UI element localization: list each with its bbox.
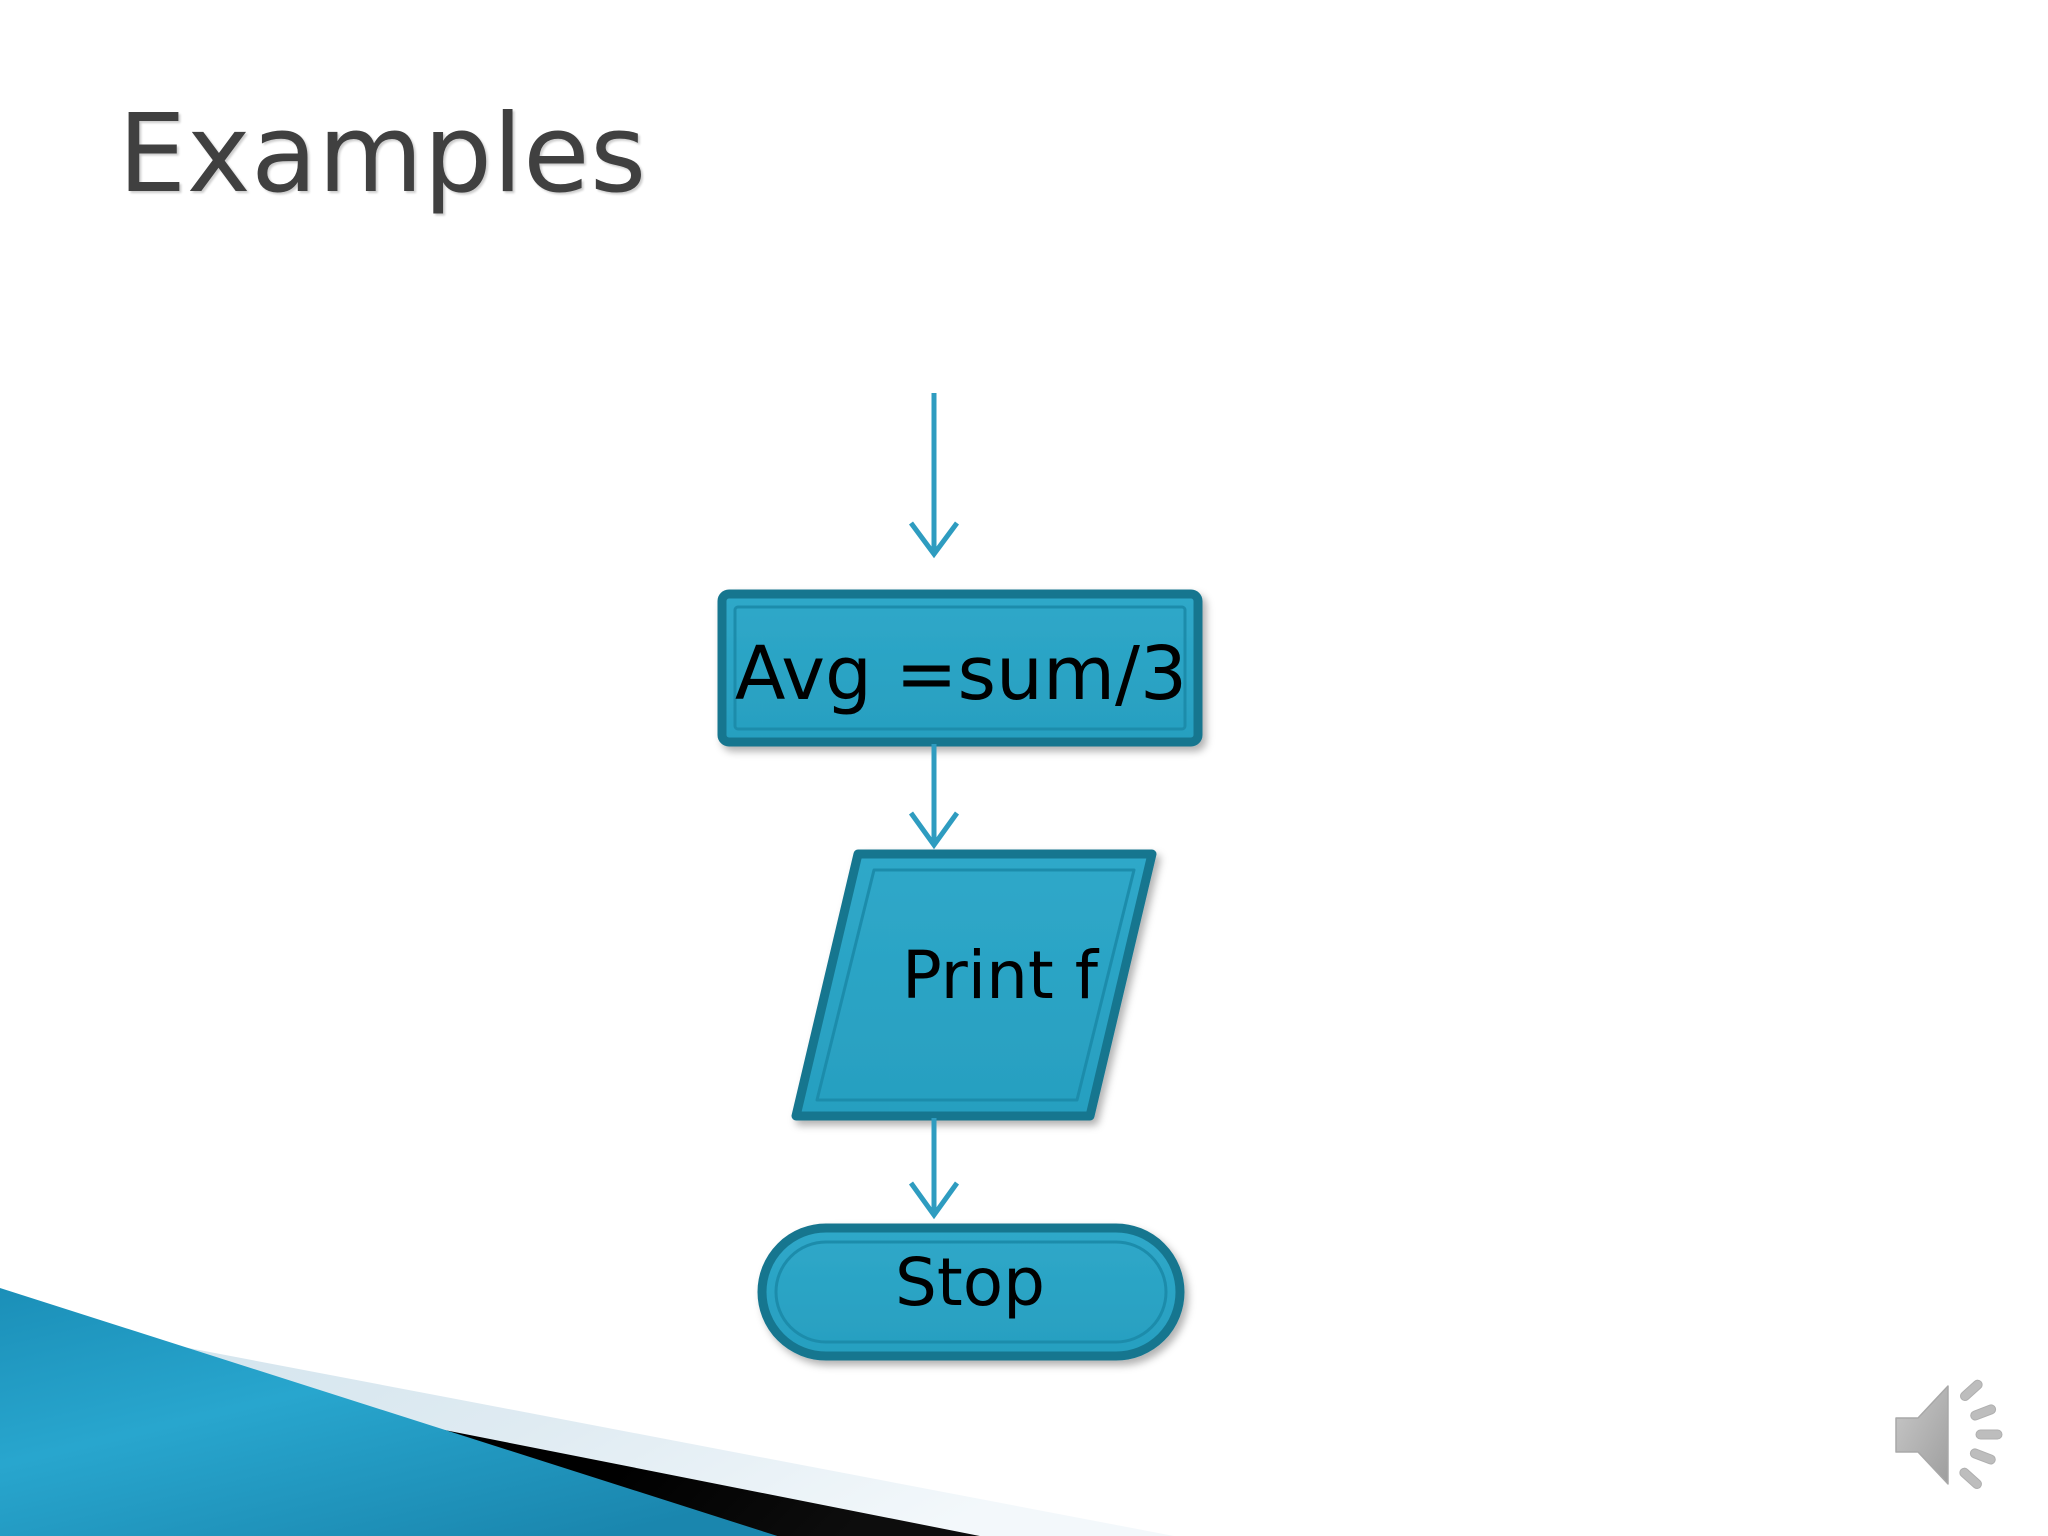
flow-node-terminator-stadium[interactable] xyxy=(757,1223,1185,1361)
decor-band-teal xyxy=(0,1288,778,1536)
arrow-output-to-terminator xyxy=(908,1118,960,1220)
page-title: Examples xyxy=(118,92,647,217)
flow-node-output-label: Print f xyxy=(901,937,1099,1014)
flow-node-output-parallelogram[interactable] xyxy=(791,849,1157,1121)
flow-node-process-label: Avg =sum/3 xyxy=(734,631,1188,717)
arrow-process-to-output xyxy=(908,744,960,850)
arrow-into-process xyxy=(908,393,960,559)
flow-node-process-rectangle[interactable] xyxy=(717,589,1203,747)
speaker-icon[interactable] xyxy=(1892,1372,2032,1502)
flow-node-terminator-label: Stop xyxy=(894,1244,1046,1321)
corner-decoration xyxy=(0,1288,1175,1536)
